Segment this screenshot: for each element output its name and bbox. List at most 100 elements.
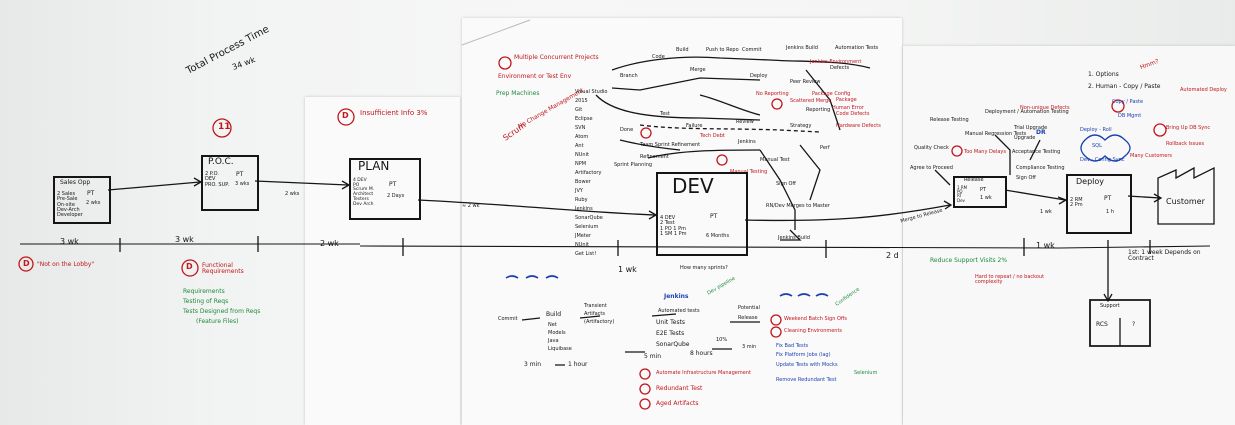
flow-label: Refinement — [640, 154, 669, 160]
dev-wait: 1 wk — [618, 265, 637, 274]
deploy-wait: 1 wk — [1036, 241, 1055, 250]
plan-box — [349, 158, 421, 220]
release-item: Manual Regression Tests — [965, 131, 1027, 137]
pipeline-test: Unit Tests — [656, 319, 686, 326]
pipeline-build-item: Java — [548, 338, 559, 344]
arrow-poc-to-plan — [254, 180, 349, 186]
tool: Bower — [575, 179, 591, 185]
deploy-blue: Copy / Paste — [1112, 99, 1144, 105]
deploy-blue: Dev - Config Sync — [1080, 157, 1125, 163]
plan-warn-code: D — [342, 111, 349, 120]
dev-red-note: Tech Debt — [700, 133, 725, 139]
deploy-box — [1066, 174, 1132, 234]
warn-burst-deploy-2 — [1153, 123, 1167, 137]
pipeline-build-item: Liquibase — [548, 346, 572, 352]
poc-title: P.O.C. — [208, 157, 234, 167]
dev-task: Update Tests with Mocks — [776, 362, 838, 368]
poc-box — [201, 155, 259, 211]
deploy-pt-val: 1 h — [1106, 209, 1114, 215]
pipeline-build-item: Models — [548, 330, 566, 336]
dev-task: Selenium — [854, 370, 878, 376]
release-red: Too Many Delays — [964, 149, 1006, 155]
customer-label: Customer — [1166, 197, 1205, 206]
release-box — [953, 176, 1007, 208]
dev-red-bottom: Aged Artifacts — [656, 400, 699, 407]
tool: Selenium — [575, 224, 599, 230]
release-item: Compliance Testing — [1016, 165, 1065, 171]
flow-label: Build — [676, 47, 689, 53]
dev-red-note: Jenkins Environment — [810, 59, 862, 65]
release-item: Acceptance Testing — [1012, 149, 1061, 155]
flow-label: Manual Test — [760, 157, 790, 163]
pipeline-pct: 10% — [716, 337, 728, 343]
dev-red-note: Scattered Merge — [790, 98, 832, 104]
release-item: Upgrade — [1014, 135, 1036, 141]
dev-task: Remove Redundant Test — [776, 377, 837, 383]
flow-label: Hardware Defects — [836, 123, 881, 129]
release-pt-val: 1 wk — [980, 195, 992, 201]
deploy-note: 1. Options — [1088, 71, 1119, 78]
poc-pt-val: 3 wks — [235, 181, 250, 187]
deploy-title: Deploy — [1076, 177, 1105, 186]
deploy-blue: DB Mgmt — [1118, 113, 1142, 119]
sales-pt: PT — [87, 190, 95, 197]
poc-left: 2 P.O. DEV PRO. SUP. — [205, 171, 230, 188]
tool: Visual Studio — [575, 89, 608, 95]
flow-label: Automation Tests — [835, 45, 879, 51]
paper-sheet-center — [462, 18, 902, 425]
deploy-lead: 1 wk — [1040, 209, 1052, 215]
sales-title: Sales Opp — [60, 179, 91, 186]
req-line-2: Tests Designed from Reqs — [183, 308, 261, 315]
flow-label: Code — [652, 54, 665, 60]
support-left: RCS — [1096, 321, 1108, 328]
warn-burst-bottom-3 — [639, 398, 651, 410]
dev-pt: PT — [710, 213, 718, 220]
warn-burst-sales — [18, 256, 34, 272]
plan-warn-text: Insufficient Info 3% — [360, 109, 428, 117]
sales-box — [53, 176, 111, 224]
flow-label: Reporting — [806, 107, 831, 113]
deploy-red: Automated Deploy — [1180, 87, 1227, 93]
arrow-plan-to-dev — [417, 199, 656, 216]
pipeline-build: Build — [546, 311, 562, 318]
arrow-sales-to-poc — [107, 181, 201, 191]
warn-burst-plan — [337, 108, 355, 126]
warn-burst-release — [951, 145, 963, 157]
poc-wait: 3 wk — [175, 235, 194, 244]
flow-label: Branch — [620, 73, 638, 79]
pipeline-time4: 8 hours — [690, 350, 713, 357]
deploy-red: Rollback Issues — [1166, 141, 1205, 147]
pipeline-name: Jenkins — [664, 293, 689, 300]
pipeline-time5: 3 min — [742, 344, 757, 350]
warn-burst-func — [181, 259, 199, 277]
flow-label: Push to Repo — [706, 47, 739, 53]
pipeline-time1: 3 min — [524, 361, 542, 368]
tool: Jenkins — [575, 206, 593, 212]
flow-label: Deploy — [750, 73, 768, 79]
pipeline-test: E2E Tests — [656, 330, 685, 337]
poc-lead: 2 wks — [285, 191, 300, 197]
plan-pt: PT — [389, 181, 397, 188]
func-warn-text: Functional Requirements — [202, 262, 244, 276]
dev-task: Fix Bad Tests — [776, 343, 809, 349]
flow-label: Jenkins Build — [786, 45, 818, 51]
dev-red-right: Cleaning Environments — [784, 328, 843, 334]
release-item: Agree to Proceed — [910, 165, 953, 171]
tool: Artifactory — [575, 170, 602, 176]
tool: Eclipse — [575, 116, 593, 122]
pipeline-time3: 5 min — [644, 353, 662, 360]
flow-label: Strategy — [790, 123, 812, 129]
tool: NUnit — [575, 242, 589, 248]
pipeline-automated: Automated tests — [658, 308, 700, 314]
release-item: Trial Upgrade — [1014, 125, 1048, 131]
tool: JMeter — [575, 233, 591, 239]
pipeline-transient: (Artifactory) — [584, 319, 615, 325]
deploy-left: 2 RM 2 Pm — [1070, 197, 1083, 209]
flow-label: Defects — [830, 65, 850, 71]
release-left: 1 RM PO RT Dev — [957, 185, 968, 203]
dev-red-bottom: Redundant Test — [656, 385, 703, 392]
pipeline-time2: 1 hour — [568, 361, 588, 368]
tool: SonarQube — [575, 215, 603, 221]
